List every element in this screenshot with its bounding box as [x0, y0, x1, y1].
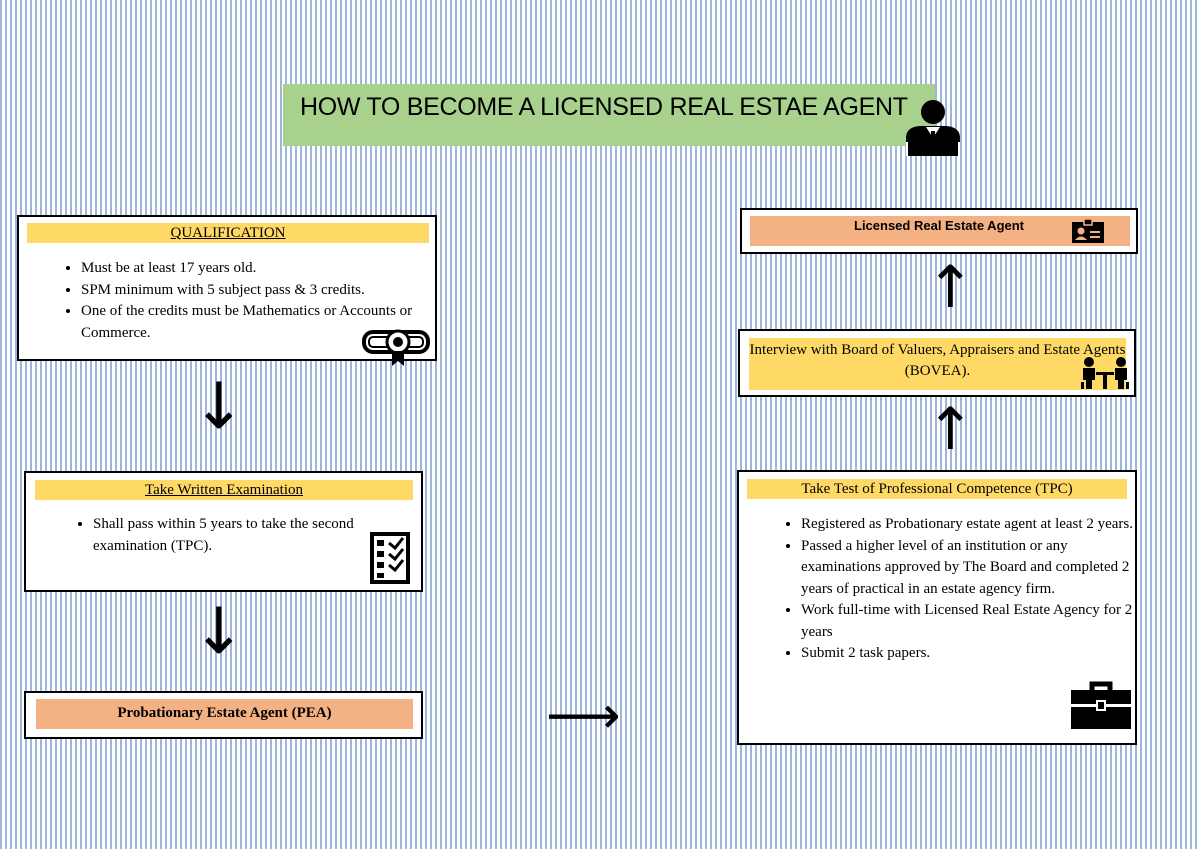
checklist-icon — [370, 532, 410, 584]
list-item: One of the credits must be Mathematics o… — [81, 301, 421, 344]
businessman-icon — [906, 100, 960, 156]
pea-label: Probationary Estate Agent (PEA) — [36, 699, 413, 729]
interview-box: Interview with Board of Valuers, Apprais… — [738, 329, 1136, 397]
written-exam-heading: Take Written Examination — [35, 480, 413, 500]
tpc-box: Take Test of Professional Competence (TP… — [737, 470, 1137, 745]
list-item: Submit 2 task papers. — [801, 643, 1141, 665]
written-exam-list: Shall pass within 5 years to take the se… — [71, 514, 413, 557]
briefcase-icon — [1071, 681, 1131, 729]
list-item: Shall pass within 5 years to take the se… — [93, 514, 413, 557]
arrow-right-icon: ⟶ — [546, 686, 621, 746]
list-item: SPM minimum with 5 subject pass & 3 cred… — [81, 280, 421, 302]
page-title: HOW TO BECOME A LICENSED REAL ESTAE AGEN… — [300, 93, 908, 121]
pea-box: Probationary Estate Agent (PEA) — [24, 691, 423, 739]
arrow-down-icon: ↓ — [192, 595, 246, 669]
written-exam-box: Take Written Examination Shall pass with… — [24, 471, 423, 592]
title-banner — [283, 84, 935, 146]
licensed-label: Licensed Real Estate Agent — [854, 218, 1025, 233]
tpc-heading: Take Test of Professional Competence (TP… — [747, 479, 1127, 499]
meeting-icon — [1081, 357, 1129, 389]
certificate-icon — [362, 329, 430, 366]
list-item: Must be at least 17 years old. — [81, 258, 421, 280]
qualification-list: Must be at least 17 years old. SPM minim… — [59, 258, 421, 344]
tpc-list: Registered as Probationary estate agent … — [779, 514, 1141, 665]
qualification-box: QUALIFICATION Must be at least 17 years … — [17, 215, 437, 361]
arrow-up-icon: ↑ — [926, 253, 975, 321]
list-item: Work full-time with Licensed Real Estate… — [801, 600, 1141, 643]
licensed-box: Licensed Real Estate Agent — [740, 208, 1138, 254]
qualification-heading: QUALIFICATION — [27, 223, 429, 243]
arrow-up-icon: ↑ — [926, 395, 975, 463]
list-item: Passed a higher level of an institution … — [801, 536, 1141, 601]
licensed-label-bg — [750, 216, 1130, 246]
interview-text: Interview with Board of Valuers, Apprais… — [749, 338, 1126, 390]
arrow-down-icon: ↓ — [192, 370, 246, 444]
list-item: Registered as Probationary estate agent … — [801, 514, 1141, 536]
id-card-icon — [1072, 218, 1104, 243]
